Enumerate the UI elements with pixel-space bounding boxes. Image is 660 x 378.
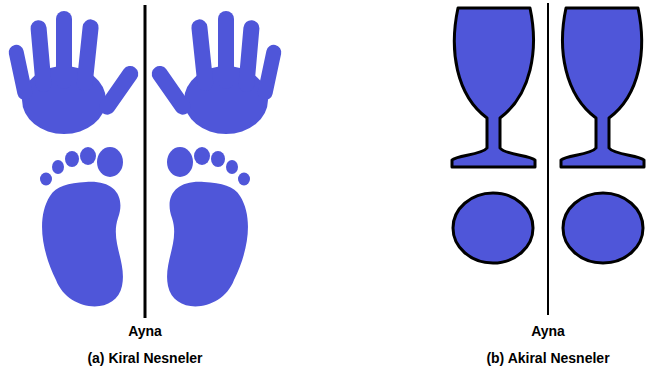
mirrored-glass — [561, 8, 644, 167]
left-foot — [40, 147, 123, 306]
caption: (b) Akiral Nesneler — [484, 350, 611, 366]
mirror-label: Ayna — [529, 323, 567, 339]
right-hand — [149, 11, 283, 134]
mirror-line — [547, 3, 549, 315]
glass — [452, 8, 535, 167]
mirrored-circle — [563, 193, 643, 263]
caption: (a) Kiral Nesneler — [85, 350, 204, 366]
right-foot — [167, 147, 250, 306]
mirror-label: Ayna — [126, 323, 164, 339]
mirror-line — [144, 5, 147, 318]
left-hand — [7, 11, 141, 134]
circle — [453, 193, 533, 263]
